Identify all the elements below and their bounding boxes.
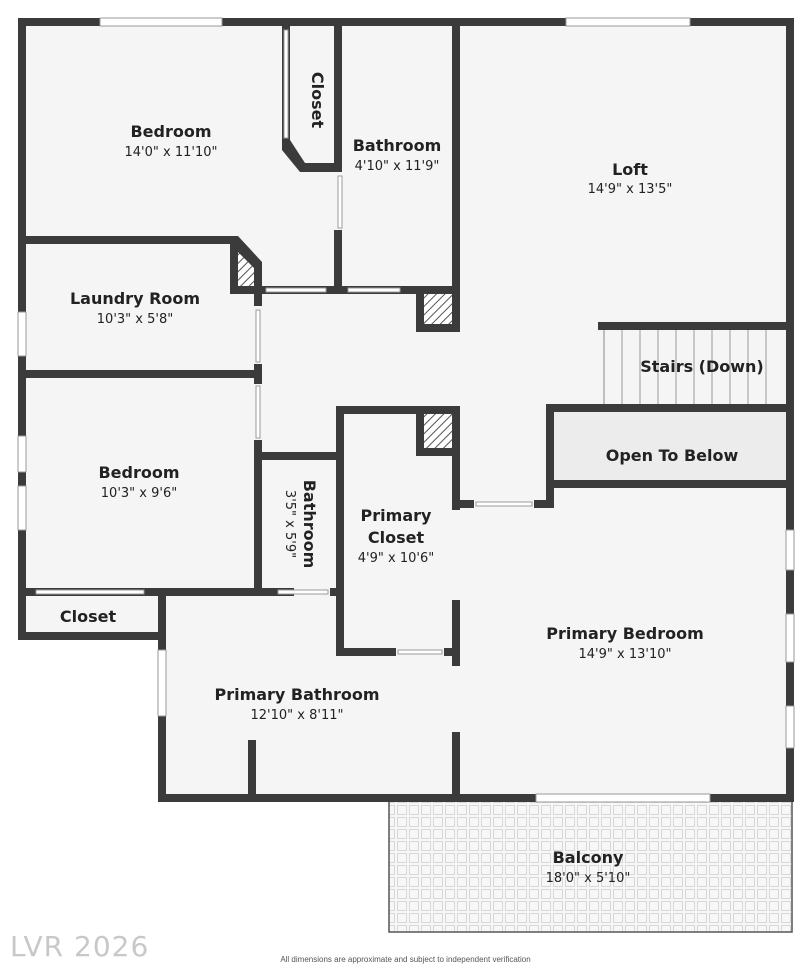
room-primary-bedroom: Primary Bedroom 14'9" x 13'10" (546, 624, 704, 662)
room-dims: 10'3" x 9'6" (101, 486, 177, 501)
room-name: Balcony (553, 848, 624, 867)
room-name: Primary Bathroom (214, 685, 379, 704)
room-dims: 4'9" x 10'6" (358, 551, 434, 566)
room-dims: 14'9" x 13'10" (579, 647, 672, 662)
disclaimer-text: All dimensions are approximate and subje… (280, 955, 531, 964)
room-dims: 4'10" x 11'9" (355, 159, 440, 174)
room-dims: 12'10" x 8'11" (251, 708, 344, 723)
room-dims: 14'9" x 13'5" (588, 182, 673, 197)
room-closet-left: Closet (60, 607, 117, 626)
room-bathroom-small: Bathroom 3'5" x 5'9" (282, 480, 319, 569)
shaft-hatch (422, 294, 452, 324)
room-primary-bathroom: Primary Bathroom 12'10" x 8'11" (214, 685, 379, 723)
open-to-below-area (552, 410, 788, 482)
room-dims: 14'0" x 11'10" (125, 145, 218, 160)
shaft-hatch (422, 412, 452, 450)
room-name: Closet (308, 72, 327, 129)
stairs (603, 327, 789, 407)
room-open-to-below: Open To Below (606, 446, 739, 465)
room-bedroom-2: Bedroom 10'3" x 9'6" (98, 463, 179, 501)
windows (17, 17, 795, 803)
room-dims: 10'3" x 5'8" (97, 312, 173, 327)
room-name: Bathroom (353, 136, 442, 155)
room-name: Loft (612, 160, 648, 179)
room-name-line1: Primary (361, 506, 432, 525)
room-dims: 3'5" x 5'9" (282, 490, 297, 558)
room-name: Closet (60, 607, 117, 626)
room-stairs: Stairs (Down) (640, 357, 764, 376)
room-closet-top: Closet (308, 72, 327, 129)
room-name: Bathroom (300, 480, 319, 569)
door-openings (35, 29, 533, 655)
room-primary-closet: Primary Closet 4'9" x 10'6" (358, 506, 434, 566)
room-balcony: Balcony 18'0" x 5'10" (546, 848, 631, 886)
room-name: Primary Bedroom (546, 624, 704, 643)
room-laundry: Laundry Room 10'3" x 5'8" (70, 289, 200, 327)
room-name-line2: Closet (368, 528, 425, 547)
room-name: Bedroom (130, 122, 211, 141)
room-name: Laundry Room (70, 289, 200, 308)
room-bathroom-top: Bathroom 4'10" x 11'9" (353, 136, 442, 174)
watermark: LVR 2026 (10, 930, 150, 963)
room-loft: Loft 14'9" x 13'5" (588, 160, 673, 197)
room-name: Open To Below (606, 446, 739, 465)
room-name: Stairs (Down) (640, 357, 764, 376)
room-bedroom-1: Bedroom 14'0" x 11'10" (125, 122, 218, 160)
room-name: Bedroom (98, 463, 179, 482)
room-dims: 18'0" x 5'10" (546, 871, 631, 886)
balcony-area (388, 799, 793, 933)
